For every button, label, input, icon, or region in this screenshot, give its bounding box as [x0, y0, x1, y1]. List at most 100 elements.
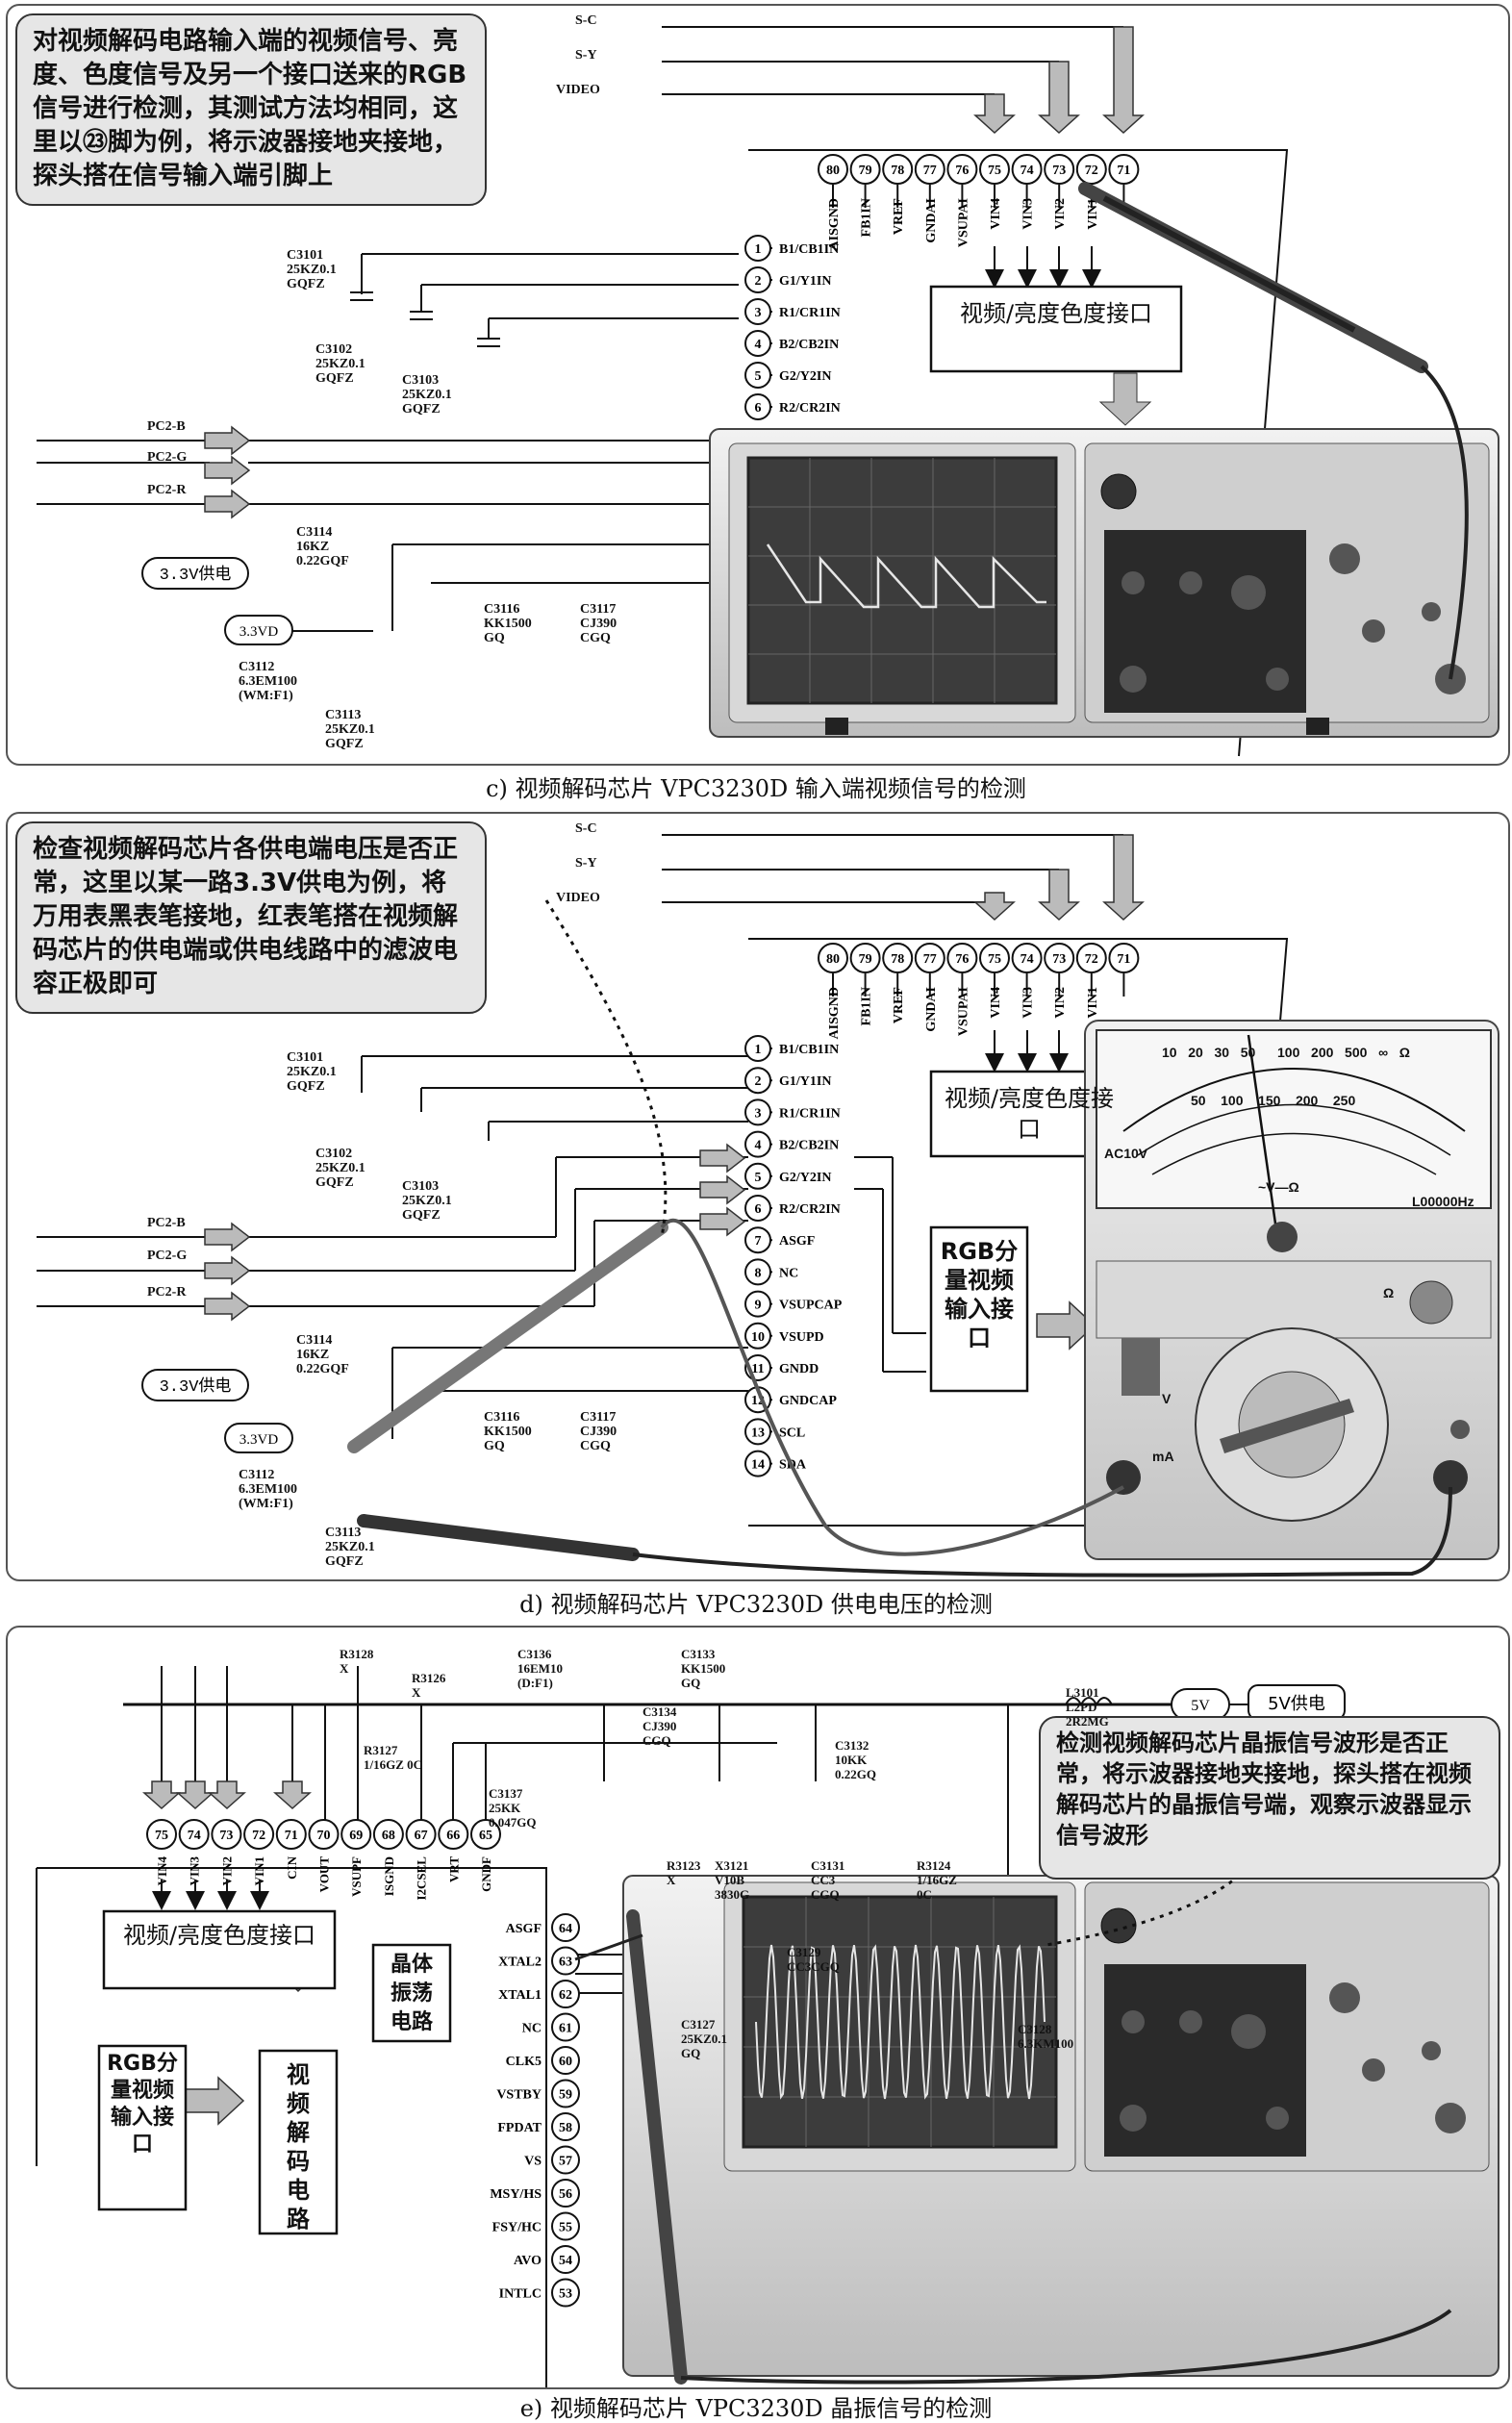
oscilloscope-e [622, 1875, 1499, 2377]
cap-c3102-d: C3102 25KZ0.1 GQFZ [315, 1147, 365, 1190]
svg-text:VIN3: VIN3 [188, 1856, 202, 1886]
svg-text:GNDCAP: GNDCAP [779, 1394, 837, 1408]
interface-block-c-text: 视频/亮度色度接口 [959, 300, 1153, 327]
svg-text:GNDF: GNDF [479, 1856, 493, 1892]
svg-text:XTAL2: XTAL2 [498, 1956, 542, 1970]
svg-text:VREF: VREF [892, 987, 906, 1023]
svg-text:13: 13 [751, 1426, 765, 1440]
cap-c3134: C3134 CJ390 CGQ [643, 1704, 677, 1748]
svg-text:CIN: CIN [285, 1855, 299, 1879]
probe-c [1078, 182, 1469, 680]
svg-text:72: 72 [252, 1829, 265, 1843]
zero-adjust-knob[interactable] [1409, 1280, 1453, 1325]
panel-e-schematic: 5V 5V供电 75VIN474VIN373VIN272VIN171CIN70V… [36, 1666, 1499, 2387]
svg-text:3: 3 [755, 1106, 762, 1121]
meter-label-2: 50 100 150 200 250 [1191, 1093, 1356, 1108]
svg-text:65: 65 [479, 1829, 492, 1843]
svg-text:VIN4: VIN4 [989, 987, 1003, 1019]
svg-text:I2CSEL: I2CSEL [415, 1856, 429, 1901]
cap-c3114-d: C3114 16KZ 0.22GQF [296, 1333, 349, 1376]
pc2-r: PC2-R [147, 483, 187, 497]
caption-d: d) 视频解码芯片 VPC3230D 供电电压的检测 [519, 1591, 993, 1618]
svg-text:MSY/HS: MSY/HS [490, 2187, 542, 2202]
svg-text:79: 79 [859, 164, 872, 178]
svg-text:70: 70 [317, 1829, 331, 1843]
svg-text:73: 73 [1052, 164, 1066, 178]
cap-c3114: C3114 16KZ 0.22GQF [296, 525, 349, 568]
svg-text:5: 5 [755, 1171, 762, 1185]
svg-text:54: 54 [559, 2254, 572, 2268]
svg-text:1: 1 [755, 242, 762, 257]
crystal-block-e [371, 1943, 452, 2043]
com-jack[interactable] [1106, 1460, 1141, 1495]
svg-text:77: 77 [923, 164, 937, 178]
cap-c3116-d: C3116 KK1500 GQ [484, 1410, 532, 1453]
cap-c3127: C3127 25KZ0.1 GQ [681, 2017, 728, 2060]
meter-label-7: V [1162, 1391, 1172, 1406]
power-knob-e[interactable] [1100, 1907, 1137, 1944]
note-e: 检测视频解码芯片晶振信号波形是否正常，将示波器接地夹接地，探头搭在视频解码芯片的… [1039, 1716, 1500, 1880]
svg-text:6: 6 [755, 1202, 762, 1217]
cap-c3103-d: C3103 25KZ0.1 GQFZ [402, 1179, 452, 1223]
svg-text:B2/CB2IN: B2/CB2IN [779, 338, 839, 352]
pc-input-lines [37, 440, 739, 505]
svg-text:VIN3: VIN3 [1021, 987, 1036, 1019]
cap-c3112-d: C3112 6.3EM100 (WM:F1) [239, 1468, 298, 1511]
svg-text:75: 75 [988, 164, 1001, 178]
svg-text:FSY/HC: FSY/HC [492, 2221, 542, 2235]
ic-outline-e [36, 1867, 547, 2387]
res-r3127: R3127 1/16GZ 0C [364, 1743, 423, 1772]
svg-text:76: 76 [955, 164, 969, 178]
pc2-b-d: PC2-B [147, 1216, 186, 1230]
svg-text:FPDAT: FPDAT [497, 2121, 542, 2135]
cap-c3132: C3132 10KK 0.22GQ [835, 1738, 876, 1781]
svg-text:68: 68 [382, 1829, 395, 1843]
meter-label-4: AC10V [1104, 1146, 1148, 1161]
power-knob-c[interactable] [1100, 473, 1137, 510]
svg-text:VSUPCAP: VSUPCAP [779, 1299, 843, 1313]
caption-c: c) 视频解码芯片 VPC3230D 输入端视频信号的检测 [486, 775, 1026, 802]
svg-text:80: 80 [826, 164, 840, 178]
svg-text:67: 67 [415, 1829, 428, 1843]
input-arrows [973, 26, 1145, 135]
svg-text:SCL: SCL [779, 1426, 805, 1440]
pc2-r-d: PC2-R [147, 1285, 187, 1300]
test-leads-d [347, 1218, 1452, 1577]
svg-text:VIN2: VIN2 [219, 1856, 234, 1885]
supply-node: 3.3V供电 3.3VD [141, 557, 293, 645]
rgb-block-d [929, 1225, 1029, 1393]
cap-c3101: C3101 25KZ0.1 GQFZ [287, 248, 337, 291]
panel-d-schematic: 80AISGND79FB1IN78VREF77GNDAI76VSUPAI75VI… [37, 834, 1499, 1577]
svg-text:B1/CB1IN: B1/CB1IN [779, 242, 839, 257]
svg-text:FB1IN: FB1IN [860, 987, 874, 1025]
svg-text:NC: NC [522, 2022, 542, 2036]
cap-c3129: C3129 CC3CGQ [787, 1945, 840, 1974]
svg-text:80: 80 [826, 952, 840, 967]
cap-c3112: C3112 6.3EM100 (WM:F1) [239, 660, 298, 703]
svg-text:78: 78 [891, 952, 904, 967]
cap-c3117: C3117 CJ390 CGQ [580, 602, 617, 645]
svg-text:55: 55 [559, 2221, 572, 2235]
svg-text:VIN1: VIN1 [1086, 198, 1100, 230]
interface-block-e-text: 视频/亮度色度接口 [122, 1922, 316, 1949]
svg-text:4: 4 [755, 338, 762, 352]
v-ohm-jack[interactable] [1433, 1460, 1468, 1495]
svg-text:63: 63 [559, 1956, 572, 1970]
meter-label-0: 10 20 30 50 [1162, 1045, 1256, 1060]
pin-55: 55 FSY/HC [492, 2211, 580, 2241]
